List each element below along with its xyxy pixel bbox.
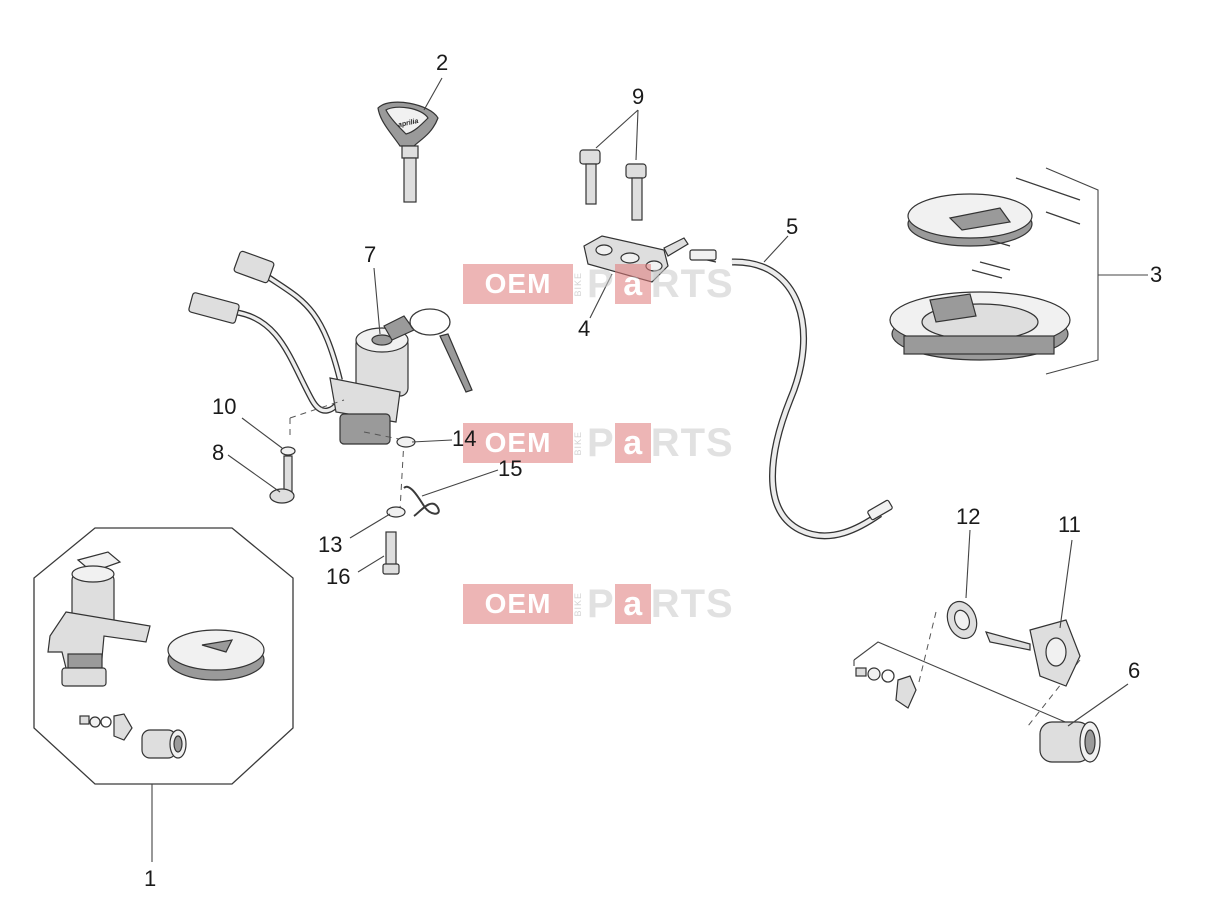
leader-14 bbox=[411, 439, 453, 443]
leader-9b bbox=[635, 109, 639, 161]
callout-11: 11 bbox=[1058, 512, 1081, 537]
mount-dash-c bbox=[363, 431, 405, 441]
fuel-cap-drawing bbox=[889, 177, 1081, 361]
leader-10 bbox=[241, 417, 283, 449]
callout-8: 8 bbox=[212, 440, 225, 465]
washer-13-drawing bbox=[386, 506, 406, 518]
kit-lock-parts-drawing bbox=[79, 713, 187, 759]
bolt-16-drawing bbox=[382, 531, 400, 575]
washer-10-drawing bbox=[280, 446, 296, 456]
leader-5 bbox=[763, 235, 789, 263]
kit-ignition-switch-drawing bbox=[47, 551, 151, 687]
leader-15 bbox=[421, 469, 499, 497]
leader-6 bbox=[1067, 683, 1129, 727]
callout-9: 9 bbox=[632, 84, 645, 109]
callout-6: 6 bbox=[1128, 658, 1141, 683]
callout-2: 2 bbox=[436, 50, 449, 75]
leader-9a bbox=[595, 109, 639, 149]
leader-16 bbox=[357, 555, 385, 573]
callout-1: 1 bbox=[144, 866, 157, 891]
lock-cylinder-6-drawing bbox=[1039, 721, 1101, 763]
key-drawing bbox=[377, 101, 439, 203]
watermark-1: OEM BIKE P a RTS bbox=[463, 262, 734, 306]
latch-11-drawing bbox=[984, 619, 1081, 687]
callout-3: 3 bbox=[1150, 262, 1163, 287]
clip-15-drawing bbox=[403, 485, 440, 517]
callout-13: 13 bbox=[318, 532, 343, 557]
callout-14: 14 bbox=[452, 426, 477, 451]
callout-10: 10 bbox=[212, 394, 237, 419]
leader-8 bbox=[227, 454, 281, 493]
leader-2 bbox=[423, 77, 443, 111]
callout-16: 16 bbox=[326, 564, 351, 589]
leader-12 bbox=[965, 529, 971, 599]
seat-lock-dash-a bbox=[917, 611, 937, 687]
kit-outline bbox=[33, 527, 294, 785]
watermark-2: OEM BIKE P a RTS bbox=[463, 421, 734, 465]
cable-drawing bbox=[689, 249, 893, 540]
callout-15: 15 bbox=[498, 456, 523, 481]
lock-ring-12-drawing bbox=[946, 600, 978, 640]
leader-4 bbox=[589, 273, 613, 319]
seat-lock-frame-a bbox=[853, 641, 1099, 737]
leader-11 bbox=[1059, 539, 1073, 629]
callout-12: 12 bbox=[956, 504, 981, 529]
ignition-switch-drawing bbox=[188, 250, 473, 445]
callout-4: 4 bbox=[578, 316, 591, 341]
callout-7: 7 bbox=[364, 242, 377, 267]
mount-dash-a bbox=[289, 399, 345, 419]
callout-5: 5 bbox=[786, 214, 799, 239]
bolt-8-drawing bbox=[269, 455, 295, 504]
bolts-drawing bbox=[579, 149, 647, 221]
leader-13 bbox=[349, 513, 391, 539]
leader-7 bbox=[373, 267, 381, 335]
lock-small-parts-drawing bbox=[855, 667, 917, 709]
mount-dash-d bbox=[399, 439, 405, 511]
watermark-3: OEM BIKE P a RTS bbox=[463, 582, 734, 626]
kit-fuel-cap-drawing bbox=[167, 629, 265, 681]
